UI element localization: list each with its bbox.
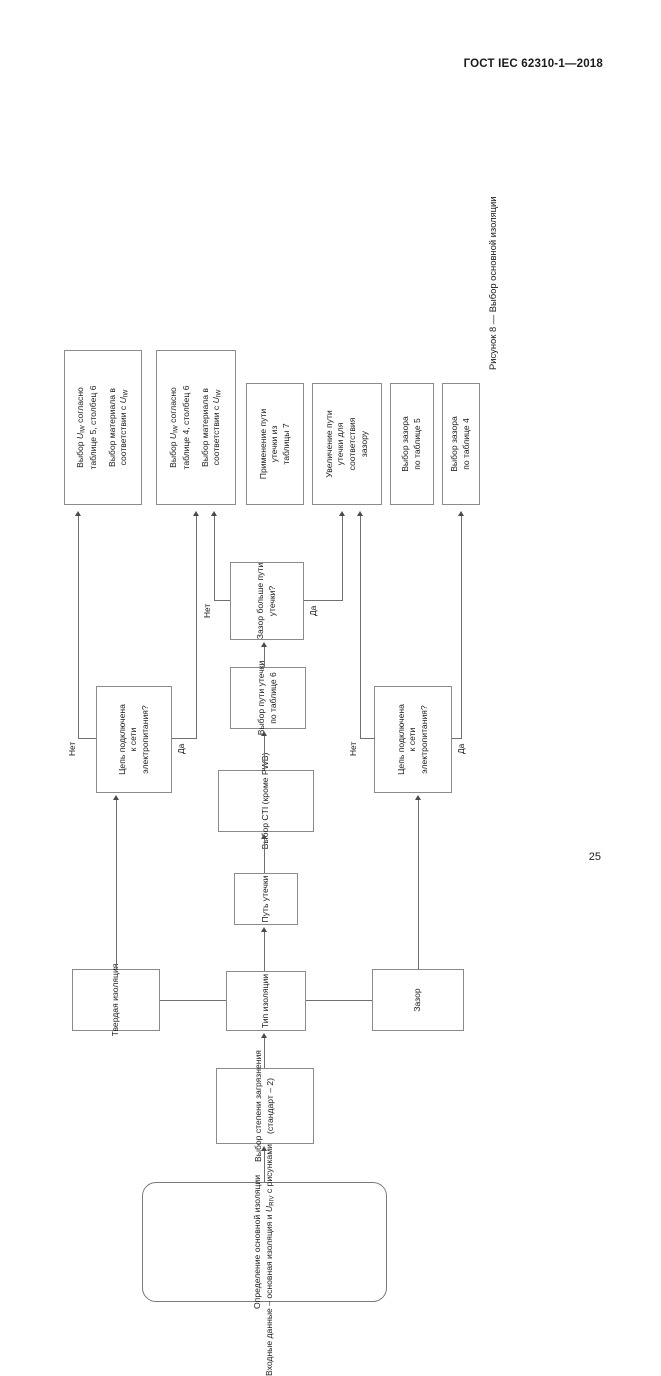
edge-creepage-to-cti	[264, 838, 265, 873]
edge-decision-mid-yes-h	[342, 516, 343, 601]
node-solid-insulation-label: Твердая изоляция	[110, 963, 121, 1037]
edge-decision-mid-yes-v	[304, 600, 342, 601]
node-creepage-table6: Выбор пути утечки по таблице 6	[230, 661, 306, 735]
arrow-decision-mid-yes	[338, 511, 345, 516]
decision-top-line1: Цепь подключена	[116, 704, 127, 775]
node-outcome-clearance-table4: Выбор зазора по таблице 4	[442, 383, 480, 505]
page-header-standard-id: ГОСТ IEC 62310-1—2018	[463, 58, 603, 70]
edge-type-to-solid	[160, 1000, 226, 1001]
node-creepage-table6-line1: Выбор пути утечки	[256, 660, 267, 736]
edge-decision-bottom-yes-h	[461, 516, 462, 739]
out-uiw-t4-line3: Выбор материала в	[199, 388, 210, 468]
decision-top-line2: к сети	[128, 727, 139, 752]
arrow-type-to-creepage	[260, 927, 267, 932]
out-uiw-t5-line1: Выбор UIW согласно	[75, 387, 87, 468]
arrow-decision-top-no	[74, 511, 81, 516]
out-uiw-t4-line1: Выбор UIW согласно	[168, 387, 180, 468]
node-outcome-increase-creepage: Увеличение пути утечки для соответствия …	[312, 383, 382, 505]
node-creepage-path-label: Путь утечки	[260, 875, 271, 923]
node-decision-gap-vs-creepage: Зазор больше пути утечки?	[230, 562, 304, 640]
out-clearance-t5-line2: по таблице 5	[412, 418, 422, 470]
decision-mid-line1: Зазор больше пути	[255, 562, 266, 640]
edge-label-yes-top: Да	[176, 743, 186, 754]
page-number: 25	[588, 851, 601, 863]
out-creepage-t7-line2: утечки из	[269, 425, 280, 463]
out-creepage-t7-line1: Применение пути	[257, 408, 268, 480]
out-increase-line2: утечки для	[335, 422, 346, 466]
edge-decision-top-yes-v	[172, 738, 196, 739]
node-input-line1: Определение основной изоляции	[252, 1174, 263, 1310]
out-increase-line3: соответствия	[347, 417, 357, 471]
edge-decision-mid-no-v	[214, 600, 230, 601]
decision-top-line3: электропитания?	[139, 705, 150, 774]
node-solid-insulation: Твердая изоляция	[72, 964, 160, 1036]
figure-caption: Рисунок 8 — Выбор основной изоляции	[487, 196, 498, 371]
arrow-table6-to-decision	[260, 642, 267, 647]
node-outcome-clearance-table5: Выбор зазора по таблице 5	[390, 383, 434, 505]
edge-decision-top-yes-h	[196, 516, 197, 739]
arrow-decision-top-yes	[192, 511, 199, 516]
node-decision-mains-connected-top: Цепь подключена к сети электропитания?	[96, 686, 172, 793]
edge-decision-top-no-h	[78, 516, 79, 739]
node-outcome-uiw-table5: Выбор UIW согласно таблице 5, столбец 6 …	[64, 350, 142, 505]
edge-label-no-bottom: Нет	[348, 741, 358, 756]
edge-pollution-to-type	[264, 1037, 265, 1068]
node-creepage-path: Путь утечки	[234, 873, 298, 925]
arrow-decision-bottom-no	[356, 511, 363, 516]
arrow-pollution-to-type	[260, 1033, 267, 1038]
edge-label-no-top: Нет	[67, 741, 77, 756]
edge-type-to-clearance	[306, 1000, 372, 1001]
decision-bottom-line3: электропитания?	[418, 705, 429, 774]
edge-decision-top-no-v	[78, 738, 96, 739]
node-clearance-label: Зазор	[412, 988, 423, 1012]
out-uiw-t5-line2: таблице 5, столбец 6	[87, 385, 98, 470]
edge-clearance-to-decision	[418, 799, 419, 969]
edge-type-to-creepage	[264, 931, 265, 971]
node-insulation-type: Тип изоляции	[226, 971, 306, 1031]
edge-decision-mid-no-h	[214, 516, 215, 601]
arrow-creepage-to-cti	[260, 834, 267, 839]
node-input-data: Определение основной изоляции Входные да…	[142, 1108, 387, 1376]
arrow-clearance-to-decision	[414, 795, 421, 800]
out-clearance-t5-line1: Выбор зазора	[400, 416, 411, 472]
edge-input-to-pollution	[264, 1150, 265, 1182]
out-increase-line1: Увеличение пути	[323, 410, 334, 478]
edge-label-yes-bottom: Да	[456, 743, 466, 754]
edge-label-yes-mid: Да	[308, 605, 318, 616]
arrow-solid-to-decision	[112, 795, 119, 800]
out-increase-line4: зазору	[358, 430, 369, 458]
edge-cti-to-table6	[264, 735, 265, 770]
edge-solid-to-decision	[116, 799, 117, 969]
node-outcome-creepage-table7: Применение пути утечки из таблицы 7	[246, 383, 304, 505]
node-pollution-degree: Выбор степени загрязнения (стандарт – 2)	[216, 1050, 314, 1162]
arrow-decision-mid-no	[210, 511, 217, 516]
decision-mid-line2: утечки?	[267, 585, 277, 617]
decision-bottom-line2: к сети	[407, 727, 418, 752]
out-creepage-t7-line3: таблицы 7	[280, 423, 291, 465]
node-creepage-table6-line2: по таблице 6	[268, 672, 278, 724]
arrow-decision-bottom-yes	[457, 511, 464, 516]
figure-8-flowchart: Определение основной изоляции Входные да…	[50, 150, 480, 1376]
node-insulation-type-label: Тип изоляции	[260, 973, 271, 1029]
node-pollution-line2: (стандарт – 2)	[265, 1077, 275, 1135]
arrow-cti-to-table6	[260, 731, 267, 736]
node-decision-mains-connected-bottom: Цепь подключена к сети электропитания?	[374, 686, 452, 793]
out-clearance-t4-line2: по таблице 4	[461, 418, 471, 470]
out-uiw-t5-line3: Выбор материала в	[106, 388, 117, 468]
edge-label-no-mid: Нет	[202, 603, 212, 618]
out-uiw-t4-line2: таблице 4, столбец 6	[180, 385, 191, 470]
out-uiw-t4-line4: соответствии с UIW	[211, 389, 223, 466]
node-cti-selection: Выбор CTI (кроме PWB)	[218, 753, 314, 849]
node-outcome-uiw-table4: Выбор UIW согласно таблице 4, столбец 6 …	[156, 350, 236, 505]
arrow-input-to-pollution	[260, 1146, 267, 1151]
edge-decision-bottom-no-v	[360, 738, 374, 739]
edge-table6-to-decision	[264, 646, 265, 667]
edge-decision-bottom-no-h	[360, 516, 361, 739]
out-clearance-t4-line1: Выбор зазора	[449, 416, 460, 472]
node-clearance: Зазор	[372, 969, 464, 1031]
decision-bottom-line1: Цепь подключена	[395, 704, 406, 775]
edge-decision-bottom-yes-v	[452, 738, 461, 739]
out-uiw-t5-line4: соответствии с UIW	[118, 389, 130, 466]
